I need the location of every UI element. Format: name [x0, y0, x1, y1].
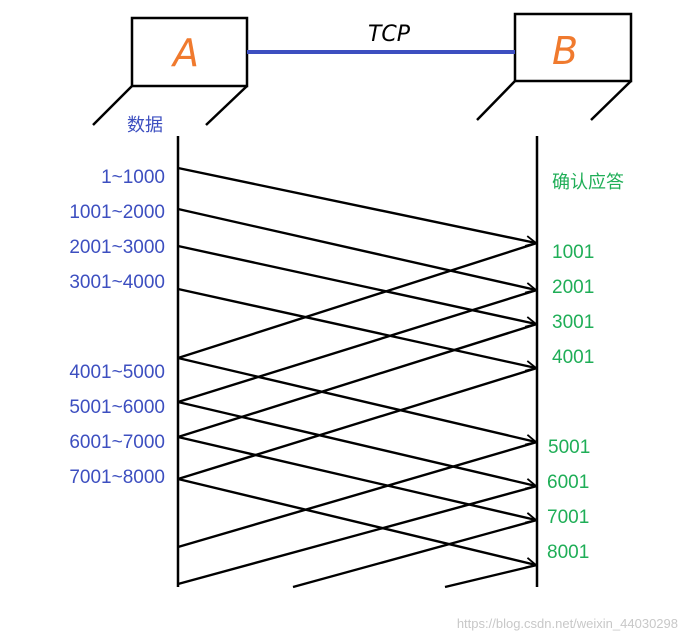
segment-labels: 1~1000 1001~2000 2001~3000 3001~4000 400…	[69, 167, 165, 488]
data-title: 数据	[127, 115, 163, 136]
segment-label-1: 1~1000	[101, 167, 165, 188]
segment-arrow-6	[177, 400, 536, 486]
ack-line-8	[444, 563, 538, 589]
ack-label-8: 8001	[547, 542, 589, 563]
segment-arrow-3	[177, 244, 536, 324]
tcp-link-label: TCP	[368, 22, 411, 47]
ack-label-4: 4001	[552, 347, 594, 368]
ack-label-1: 1001	[552, 242, 594, 263]
ack-label-2: 2001	[552, 277, 594, 298]
host-a: A	[92, 16, 249, 126]
segment-arrow-5	[177, 356, 536, 442]
segment-arrow-8	[177, 477, 536, 565]
segment-label-6: 5001~6000	[69, 397, 165, 418]
segment-label-8: 7001~8000	[69, 467, 165, 488]
watermark: https://blog.csdn.net/weixin_44030298	[457, 616, 678, 631]
ack-line-1	[177, 241, 538, 360]
ack-line-2	[177, 288, 538, 404]
segment-label-4: 3001~4000	[69, 272, 165, 293]
ack-line-3	[177, 322, 538, 439]
segment-arrow-2	[177, 207, 536, 290]
ack-arrows	[177, 241, 538, 589]
ack-label-3: 3001	[552, 312, 594, 333]
ack-line-5	[177, 440, 538, 549]
ack-label-5: 5001	[548, 437, 590, 458]
segment-label-5: 4001~5000	[69, 362, 165, 383]
segment-label-3: 2001~3000	[69, 237, 165, 258]
ack-label-7: 7001	[547, 507, 589, 528]
ack-line-7	[292, 518, 538, 589]
ack-label-6: 6001	[547, 472, 589, 493]
segment-label-2: 1001~2000	[69, 202, 165, 223]
ack-title: 确认应答	[552, 172, 624, 193]
host-a-box	[130, 16, 249, 88]
segment-arrow-4	[177, 287, 536, 368]
segment-arrow-7	[177, 435, 536, 520]
segment-arrow-1	[177, 166, 536, 243]
segment-arrows	[177, 166, 536, 565]
host-b: B	[476, 12, 633, 121]
ack-line-6	[177, 484, 538, 586]
ack-line-4	[177, 366, 538, 481]
host-b-box	[513, 12, 633, 83]
host-b-label: B	[552, 29, 578, 73]
host-a-label: A	[170, 31, 199, 75]
segment-label-7: 6001~7000	[69, 432, 165, 453]
ack-labels: 1001 2001 3001 4001 5001 6001 7001 8001	[547, 242, 594, 563]
